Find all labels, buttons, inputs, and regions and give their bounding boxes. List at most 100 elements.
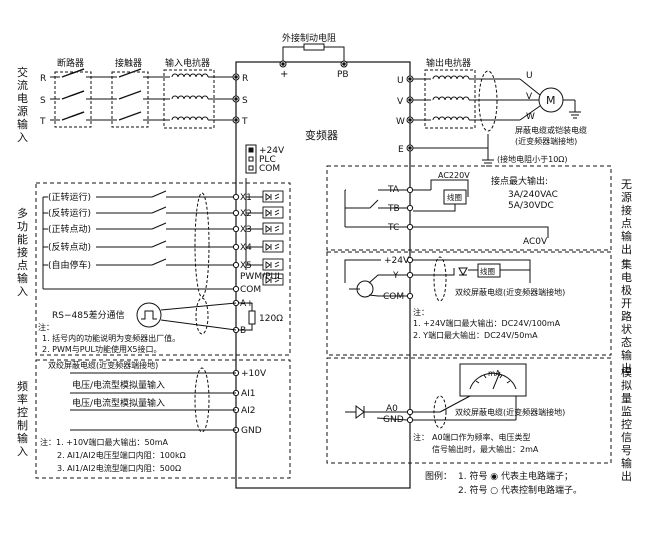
analog-terminals	[406, 408, 414, 424]
term-a-plus: A+	[240, 299, 254, 309]
svg-text:无: 无	[621, 178, 632, 191]
rs485-shield	[195, 297, 209, 335]
input-shield-ellipse	[194, 192, 210, 298]
phase-v-label: V	[526, 92, 533, 102]
svg-text:模: 模	[621, 366, 632, 379]
contactor-symbol	[111, 68, 149, 128]
term-p24: +24V	[259, 146, 285, 156]
svg-text:输: 输	[621, 456, 632, 470]
plc-selector	[245, 144, 257, 270]
term-ai2: AI2	[241, 406, 256, 416]
note2-line1: 注：1. +10V端口最大输出：50mA	[40, 437, 169, 447]
svg-text:源: 源	[17, 104, 28, 118]
analog-note-title: 注：	[413, 432, 429, 442]
label-open-collector-output: 集 电 极 开 路 状 态 输 出	[621, 257, 632, 375]
resistor-120-label: 120Ω	[259, 314, 283, 324]
svg-text:状: 状	[621, 322, 632, 336]
svg-text:能: 能	[17, 232, 28, 246]
optocouplers	[246, 190, 284, 286]
analog-note-2: 信号输出时，最大输出：2mA	[432, 444, 539, 454]
svg-text:信: 信	[621, 431, 632, 444]
svg-text:输: 输	[17, 431, 28, 445]
term-x4: X4	[240, 243, 252, 253]
breaker-label: 断路器	[57, 57, 84, 69]
phase-s-label: S	[40, 96, 46, 106]
term-plus: +	[280, 69, 288, 80]
svg-text:态: 态	[621, 336, 632, 349]
term-pb: PB	[337, 70, 349, 80]
term-x5: X5	[240, 261, 252, 271]
term-y: Y	[392, 271, 399, 281]
relay-max-1: 3A/240VAC	[508, 190, 558, 200]
rs485-block	[136, 302, 256, 331]
label-multi-function-input: 多 功 能 接 点 输 入	[17, 206, 28, 298]
input-terminals	[232, 73, 240, 124]
term-b-minus: B−	[240, 326, 254, 336]
svg-text:接: 接	[17, 246, 28, 259]
inverter-title: 变频器	[305, 128, 338, 142]
svg-text:量: 量	[621, 392, 632, 405]
relay-acov: AC0V	[523, 237, 548, 247]
term-out-u: U	[397, 76, 404, 86]
relay-max-title: 接点最大输出:	[491, 175, 548, 187]
input-free-stop: (自由停车)	[48, 259, 91, 271]
output-reactor-label: 输出电抗器	[426, 57, 471, 69]
svg-text:路: 路	[621, 310, 632, 323]
svg-text:出: 出	[621, 361, 632, 375]
analog-section	[326, 357, 612, 464]
svg-text:控: 控	[621, 417, 632, 431]
svg-text:开: 开	[621, 297, 632, 310]
ground-note: (接地电阻小于10Ω)	[497, 154, 568, 164]
relay-contacts	[344, 179, 549, 238]
svg-text:监: 监	[621, 405, 632, 418]
svg-text:集: 集	[621, 257, 632, 271]
svg-text:流: 流	[17, 78, 28, 92]
note1-title: 注：	[38, 322, 54, 332]
term-y24: +24V	[384, 256, 410, 266]
svg-text:功: 功	[17, 220, 28, 233]
shield-ellipse	[478, 70, 498, 132]
oc-shield	[433, 256, 447, 302]
legend-item-2: 2. 符号 ○ 代表控制电路端子。	[458, 484, 582, 496]
input-fwd-run: (正转运行)	[48, 191, 91, 203]
svg-text:交: 交	[17, 65, 28, 79]
svg-text:源: 源	[621, 190, 632, 204]
svg-text:制: 制	[17, 419, 28, 432]
shield-note-2: (近变频器端接地)	[515, 136, 577, 146]
label-ac-input: 交 流 电 源 输 入	[17, 65, 28, 144]
input-reactor-symbol	[163, 69, 215, 129]
analog-circuit	[345, 395, 517, 421]
svg-text:拟: 拟	[621, 378, 632, 392]
oc-terminals	[406, 256, 414, 300]
input-rev-run: (反转运行)	[48, 207, 91, 219]
multi-func-section	[35, 182, 291, 356]
term-tc: TC	[387, 223, 399, 233]
svg-text:入: 入	[17, 285, 28, 298]
relay-terminals	[406, 186, 414, 231]
term-out-e: E	[398, 145, 404, 155]
phase-u-label: U	[526, 71, 533, 81]
relay-max-2: 5A/30VDC	[508, 201, 554, 211]
term-x2: X2	[240, 209, 252, 219]
term-in-s: S	[242, 96, 248, 106]
shield-note: 屏蔽电缆或铠装电缆	[515, 125, 587, 135]
svg-text:多: 多	[17, 206, 28, 220]
svg-text:输: 输	[621, 348, 632, 362]
svg-text:入: 入	[17, 131, 28, 144]
svg-text:输: 输	[17, 117, 28, 131]
term-a0: A0	[386, 404, 398, 414]
term-ai1: AI1	[241, 389, 256, 399]
term-x3: X3	[240, 225, 252, 235]
motor-symbol	[538, 87, 581, 119]
svg-text:电: 电	[17, 92, 28, 105]
input-fwd-jog: (正转点动)	[48, 223, 91, 235]
note2-line3: 3. AI1/AI2电流型端口内阻：500Ω	[57, 463, 181, 473]
svg-text:入: 入	[17, 445, 28, 458]
label-analog-monitor-output: 模 拟 量 监 控 信 号 输 出	[621, 366, 632, 483]
svg-text:输: 输	[17, 271, 28, 285]
term-p10v: +10V	[241, 369, 267, 379]
svg-text:点: 点	[621, 217, 632, 230]
note1-line2: 2. PWM与PUL功能使用X5接口。	[42, 344, 162, 354]
oc-section	[326, 251, 612, 356]
